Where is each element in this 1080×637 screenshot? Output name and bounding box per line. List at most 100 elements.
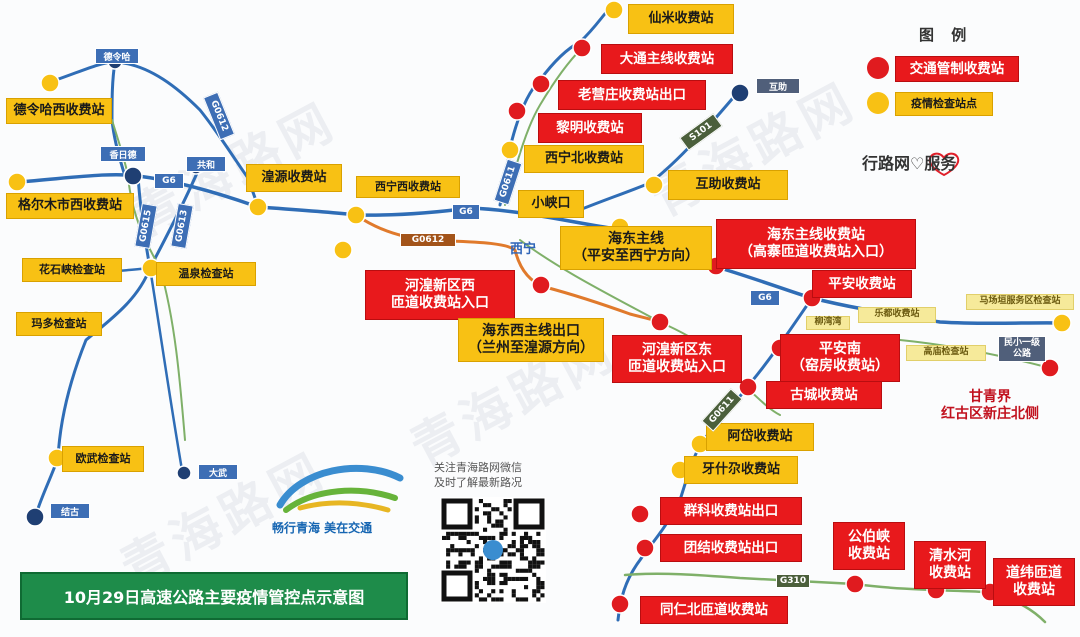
check-label-haidongxi: 海东西主线出口 （兰州至湟源方向） <box>458 318 604 362</box>
control-label-haidong: 海东主线收费站 （高寨匝道收费站入口） <box>716 219 916 269</box>
place-tag-xiangride: 香日德 <box>100 146 146 162</box>
qr-note: 关注青海路网微信 及时了解最新路况 <box>434 460 522 490</box>
route-shield-minxiao-line1: 民小一级 <box>1003 338 1040 349</box>
check-label-huangyuan: 湟源收费站 <box>246 164 342 192</box>
control-label-gongboxia-line1: 公伯峡 <box>848 528 890 545</box>
control-label-gucheng: 古城收费站 <box>766 381 882 409</box>
place-tag-delingha: 德令哈 <box>95 48 139 64</box>
route-shield-g6-mid: G6 <box>452 204 480 220</box>
qr-code-icon <box>440 497 546 603</box>
control-label-hxxdong-line2: 匝道收费站入口 <box>628 359 726 375</box>
legend-title: 图 例 <box>919 26 973 44</box>
check-label-haidongmain: 海东主线 （平安至西宁方向） <box>560 226 712 270</box>
route-shield-g6-west: G6 <box>154 173 184 189</box>
legend-label-control: 交通管制收费站 <box>895 56 1019 82</box>
control-label-laoyingzhuang: 老营庄收费站出口 <box>558 80 706 110</box>
brand-slogan: 畅行青海 美在交通 <box>272 521 373 535</box>
city-label: 西宁 <box>510 242 537 257</box>
check-label-haidongmain-line1: 海东主线 <box>608 230 664 247</box>
control-label-qunke: 群科收费站出口 <box>660 497 802 525</box>
control-label-qingshuihe-line2: 收费站 <box>929 565 971 581</box>
qr-note-line2: 及时了解最新路况 <box>434 476 522 489</box>
check-label-adai: 阿岱收费站 <box>706 423 814 451</box>
service-logo: 行路网♡服务 <box>862 154 957 173</box>
control-label-hxxxi-line2: 匝道收费站入口 <box>391 295 489 311</box>
route-shield-g0612-south: G0612 <box>400 233 456 247</box>
place-dot-jieji <box>25 507 45 527</box>
control-dot-qunke <box>630 504 650 524</box>
place-dot-huzhu <box>730 83 750 103</box>
check-dot-huangyuan <box>248 197 268 217</box>
control-label-hxxxi-line1: 河湟新区西 <box>405 277 475 294</box>
check-label-machangyuan: 马场垣服务区检查站 <box>966 294 1074 310</box>
qr-note-line1: 关注青海路网微信 <box>434 461 522 474</box>
control-label-tuanjie: 团结收费站出口 <box>660 534 802 562</box>
control-dot-hxxxi <box>531 275 551 295</box>
check-label-xiaoxiakou: 小峡口 <box>518 190 584 218</box>
legend-label-check: 疫情检查站点 <box>895 92 993 116</box>
check-label-ledu: 乐都收费站 <box>858 307 936 323</box>
check-label-haidongxi-line2: （兰州至湟源方向） <box>468 340 594 356</box>
place-tag-gonghe: 共和 <box>186 156 226 172</box>
check-label-huashixia: 花石峡检查站 <box>22 258 122 282</box>
route-shield-minxiao: 民小一级 公路 <box>998 336 1046 362</box>
control-dot-ganqing <box>1040 358 1060 378</box>
check-dot-extra <box>333 240 353 260</box>
check-dot-machangyuan <box>1052 313 1072 333</box>
check-label-golmud: 格尔木市西收费站 <box>6 193 134 219</box>
legend-dot-check <box>867 92 889 114</box>
route-shield-g6-east: G6 <box>750 290 780 306</box>
road-dawu <box>148 266 184 472</box>
control-label-tongrenbei: 同仁北匝道收费站 <box>640 596 788 624</box>
control-dot-gongboxia <box>845 574 865 594</box>
check-label-liuwan: 柳湾湾 <box>806 316 850 330</box>
check-label-haidongxi-line1: 海东西主线出口 <box>482 322 580 339</box>
control-label-ganqing-line1: 甘青界 <box>969 388 1011 405</box>
control-label-ganqing-line2: 红古区新庄北侧 <box>941 406 1039 422</box>
check-label-oula: 欧武检查站 <box>62 446 144 472</box>
control-label-qingshuihe-line1: 清水河 <box>929 547 971 564</box>
check-label-maduo: 玛多检查站 <box>16 312 102 336</box>
control-label-pingannan-line2: （窑房收费站） <box>791 358 889 374</box>
check-label-xiningxi: 西宁西收费站 <box>356 176 460 198</box>
brand-logo-icon <box>276 464 404 513</box>
check-label-haidongmain-line2: （平安至西宁方向） <box>573 248 699 264</box>
control-label-datong: 大通主线收费站 <box>601 44 733 74</box>
control-dot-tuanjie <box>635 538 655 558</box>
place-tag-huzhu: 互助 <box>756 78 800 94</box>
control-label-haidong-line2: （高寨匝道收费站入口） <box>739 244 893 260</box>
heart-icon <box>928 152 960 177</box>
route-shield-g310: G310 <box>776 574 810 588</box>
control-label-daowei: 道纬匝道 收费站 <box>993 558 1075 606</box>
control-dot-gucheng <box>738 377 758 397</box>
control-dot-tongrenbei <box>610 594 630 614</box>
legend-dot-control <box>867 57 889 79</box>
place-tag-dawu: 大武 <box>198 464 238 480</box>
check-dot-delingha <box>40 73 60 93</box>
control-label-pingannan-line1: 平安南 <box>819 340 861 357</box>
check-label-yashiza: 牙什尕收费站 <box>684 456 798 484</box>
check-label-delingha: 德令哈西收费站 <box>6 98 112 124</box>
control-dot-datong <box>572 38 592 58</box>
place-dot-dawu <box>176 465 192 481</box>
check-dot-golmud <box>7 172 27 192</box>
check-label-huzhu: 互助收费站 <box>668 170 788 200</box>
check-label-gaomiao: 高庙检查站 <box>906 345 986 361</box>
control-label-qingshuihe: 清水河 收费站 <box>914 541 986 589</box>
control-dot-laoyingzhuang <box>531 74 551 94</box>
check-label-xianmi: 仙米收费站 <box>628 4 734 34</box>
place-dot-xiangride <box>123 166 143 186</box>
control-dot-liming <box>507 101 527 121</box>
control-label-ganqing: 甘青界 红古区新庄北侧 <box>925 382 1055 430</box>
place-tag-jieji: 结古 <box>50 503 90 519</box>
control-label-daowei-line1: 道纬匝道 <box>1006 564 1062 581</box>
control-label-pingan: 平安收费站 <box>812 270 912 298</box>
control-label-hxxxi: 河湟新区西 匝道收费站入口 <box>365 270 515 320</box>
control-label-hxxdong: 河湟新区东 匝道收费站入口 <box>612 335 742 383</box>
route-shield-minxiao-line2: 公路 <box>1012 349 1031 359</box>
control-label-pingannan: 平安南 （窑房收费站） <box>780 334 900 382</box>
control-label-hxxdong-line1: 河湟新区东 <box>642 341 712 358</box>
map-caption: 10月29日高速公路主要疫情管控点示意图 <box>20 572 408 620</box>
control-dot-hxxdong <box>650 312 670 332</box>
